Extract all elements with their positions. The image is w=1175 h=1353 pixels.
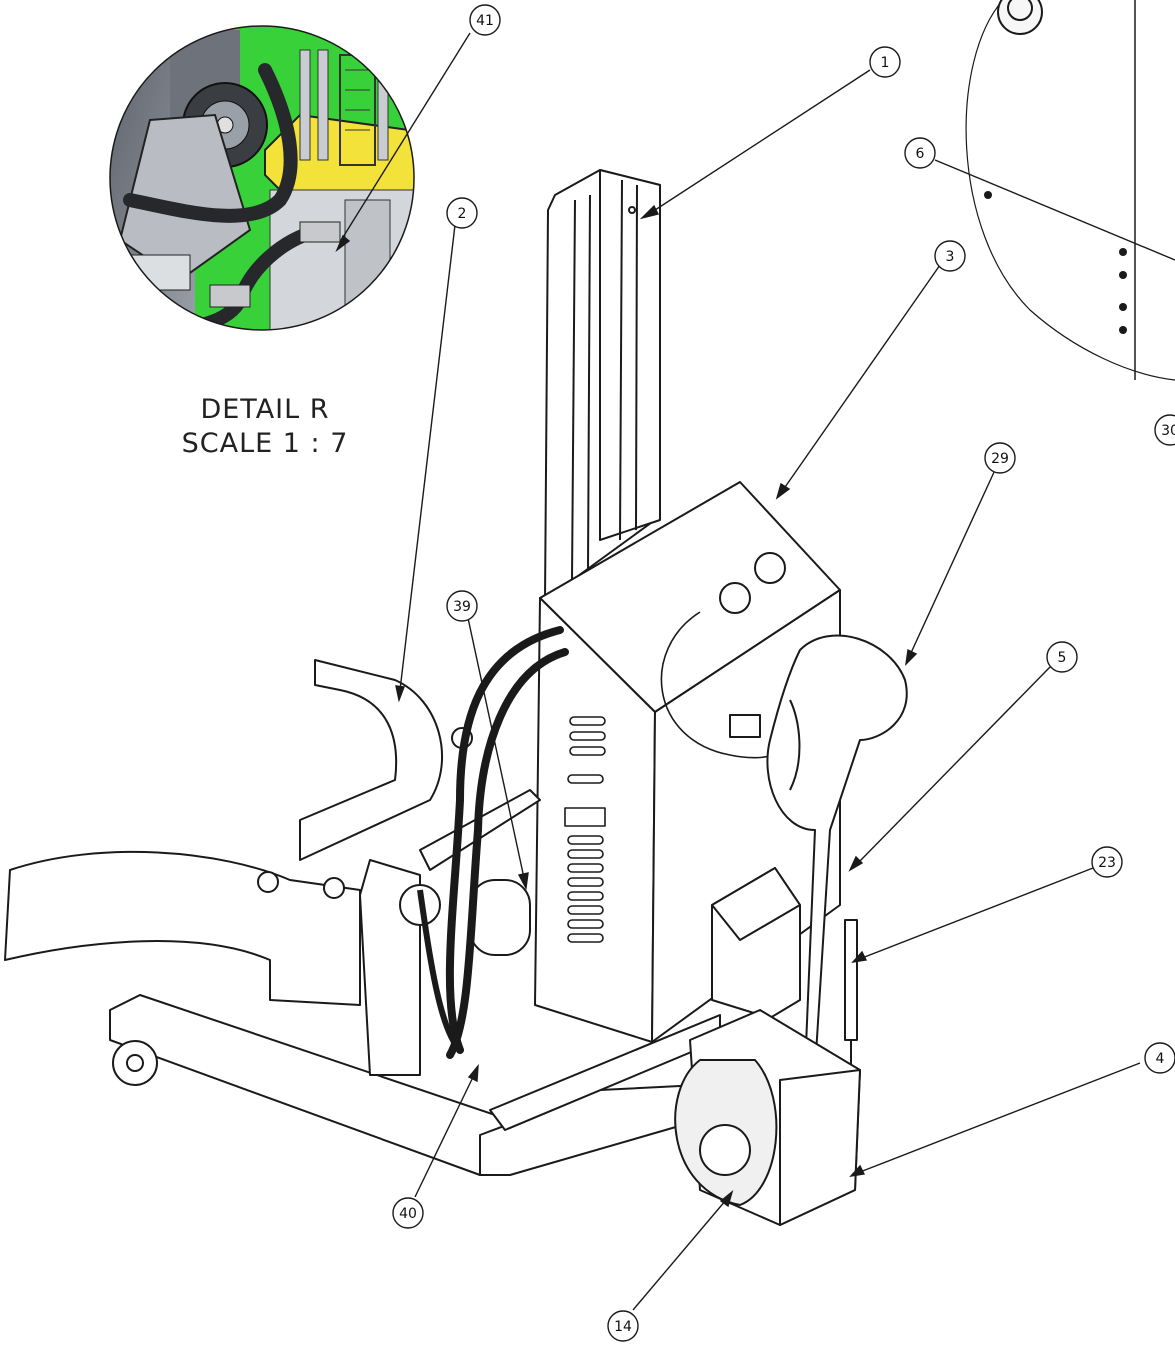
svg-text:39: 39: [453, 599, 471, 615]
balloon-29: 29: [984, 442, 1016, 474]
detail-caption: DETAIL R SCALE 1 : 7: [150, 393, 380, 461]
svg-text:41: 41: [476, 13, 494, 29]
balloon-39: 39: [446, 590, 478, 622]
detail-title: DETAIL R: [200, 394, 330, 425]
svg-text:23: 23: [1098, 855, 1116, 871]
balloon-30: 30: [1154, 414, 1175, 446]
svg-text:3: 3: [946, 249, 955, 265]
balloon-5: 5: [1046, 641, 1078, 673]
balloon-6: 6: [904, 137, 936, 169]
svg-text:30: 30: [1161, 423, 1175, 439]
svg-text:29: 29: [991, 451, 1009, 467]
balloon-3: 3: [934, 240, 966, 272]
svg-text:6: 6: [916, 146, 925, 162]
stacker-machine: [4, 169, 908, 1226]
svg-text:4: 4: [1156, 1051, 1165, 1067]
balloon-41: 41: [469, 4, 501, 36]
svg-text:40: 40: [399, 1206, 417, 1222]
balloon-1: 1: [869, 46, 901, 78]
balloon-14: 14: [607, 1310, 639, 1342]
leader-lines: [335, 32, 1175, 1311]
detail-r-view: [109, 25, 415, 331]
balloon-4: 4: [1144, 1042, 1175, 1074]
svg-text:14: 14: [614, 1319, 632, 1335]
svg-text:5: 5: [1058, 650, 1067, 666]
detail-scale: SCALE 1 : 7: [181, 428, 349, 459]
balloon-2: 2: [446, 197, 478, 229]
svg-text:1: 1: [881, 55, 890, 71]
balloon-23: 23: [1091, 846, 1123, 878]
svg-text:2: 2: [458, 206, 467, 222]
balloon-40: 40: [392, 1197, 424, 1229]
detail-callout-arc: [965, 0, 1175, 381]
